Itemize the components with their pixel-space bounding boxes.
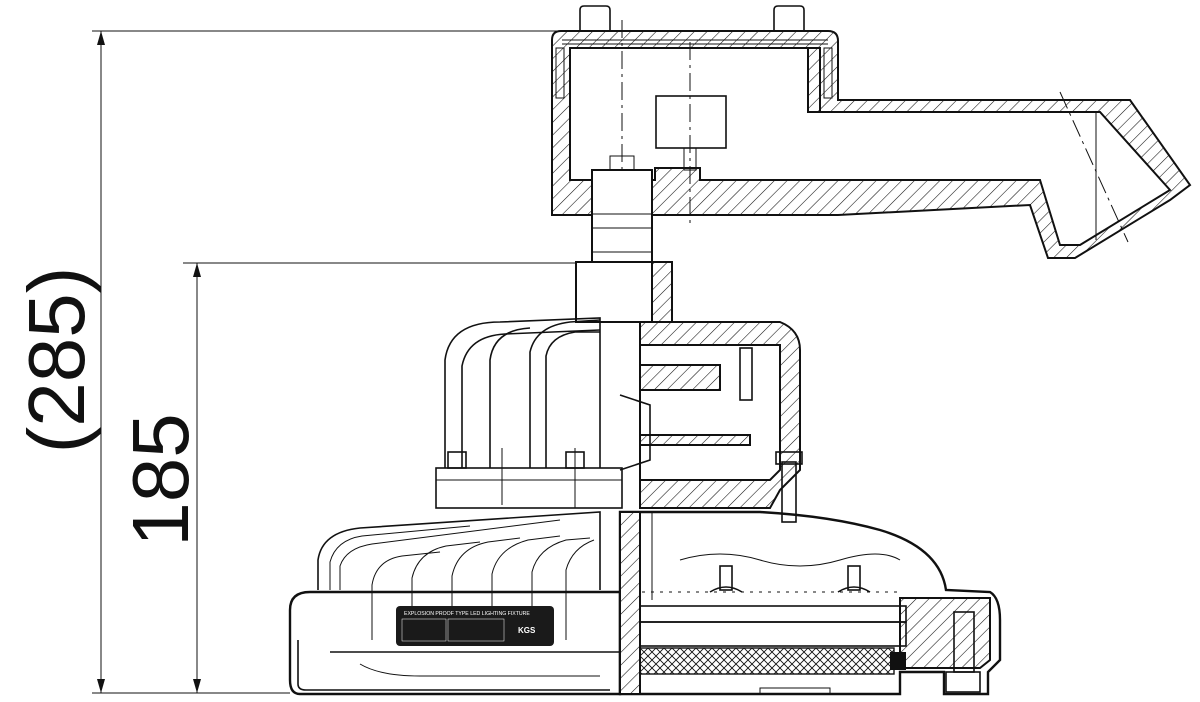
upper-housing [435,317,803,523]
dimension-body [183,262,576,693]
stem [575,169,673,323]
overall-height-label: (285) [12,267,101,454]
nameplate: EXPLOSION PROOF TYPE LED LIGHTING FIXTUR… [396,606,554,646]
mounting-bracket [551,5,1192,262]
nameplate-cert: KGS [518,626,536,635]
nameplate-title: EXPLOSION PROOF TYPE LED LIGHTING FIXTUR… [404,611,530,617]
body-height-label: 185 [116,413,205,546]
lower-body: EXPLOSION PROOF TYPE LED LIGHTING FIXTUR… [288,510,1002,696]
dimension-overall [92,30,560,693]
